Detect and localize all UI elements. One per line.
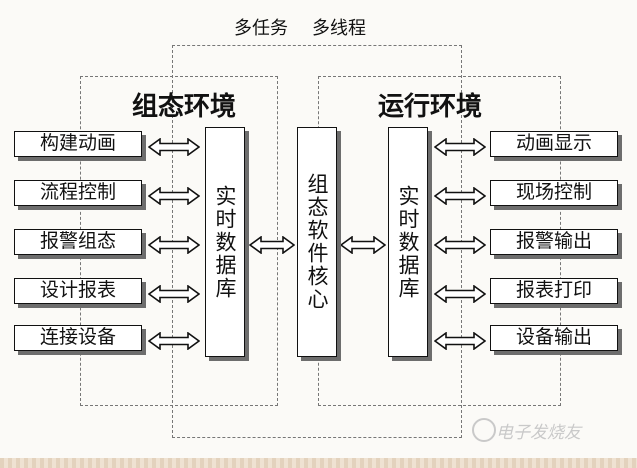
right-item: 设备输出 — [490, 325, 618, 351]
left-item: 连接设备 — [14, 325, 142, 351]
double-arrow-icon — [434, 187, 486, 205]
right-item: 现场控制 — [490, 180, 618, 206]
double-arrow-icon — [249, 236, 295, 254]
config-software-core-label: 组态软件核心 — [305, 173, 329, 311]
left-item: 设计报表 — [14, 278, 142, 304]
multithread-label: 多线程 — [312, 18, 366, 39]
left-item: 流程控制 — [14, 180, 142, 206]
config-env-title: 组态环境 — [132, 92, 237, 122]
right-item: 报表打印 — [490, 278, 618, 304]
double-arrow-icon — [434, 332, 486, 350]
bottom-decorative-stripe — [0, 458, 637, 468]
config-software-core: 组态软件核心 — [297, 127, 337, 357]
right-item: 报警输出 — [490, 229, 618, 255]
double-arrow-icon — [148, 236, 200, 254]
watermark-logo-icon — [472, 418, 496, 442]
double-arrow-icon — [434, 138, 486, 156]
watermark-text: 电子发烧友 — [496, 423, 581, 443]
double-arrow-icon — [340, 236, 386, 254]
multitask-label: 多任务 — [234, 18, 288, 39]
double-arrow-icon — [148, 332, 200, 350]
right-realtime-database-label: 实时数据库 — [396, 184, 420, 300]
top-label: 多任务 多线程 — [234, 14, 366, 40]
left-realtime-database-label: 实时数据库 — [213, 184, 237, 300]
double-arrow-icon — [148, 187, 200, 205]
right-item: 动画显示 — [490, 131, 618, 157]
left-item: 报警组态 — [14, 229, 142, 255]
double-arrow-icon — [148, 138, 200, 156]
runtime-env-title: 运行环境 — [378, 92, 483, 122]
left-item: 构建动画 — [14, 131, 142, 157]
left-realtime-database: 实时数据库 — [205, 127, 245, 357]
right-realtime-database: 实时数据库 — [388, 127, 428, 357]
double-arrow-icon — [148, 285, 200, 303]
double-arrow-icon — [434, 236, 486, 254]
double-arrow-icon — [434, 285, 486, 303]
